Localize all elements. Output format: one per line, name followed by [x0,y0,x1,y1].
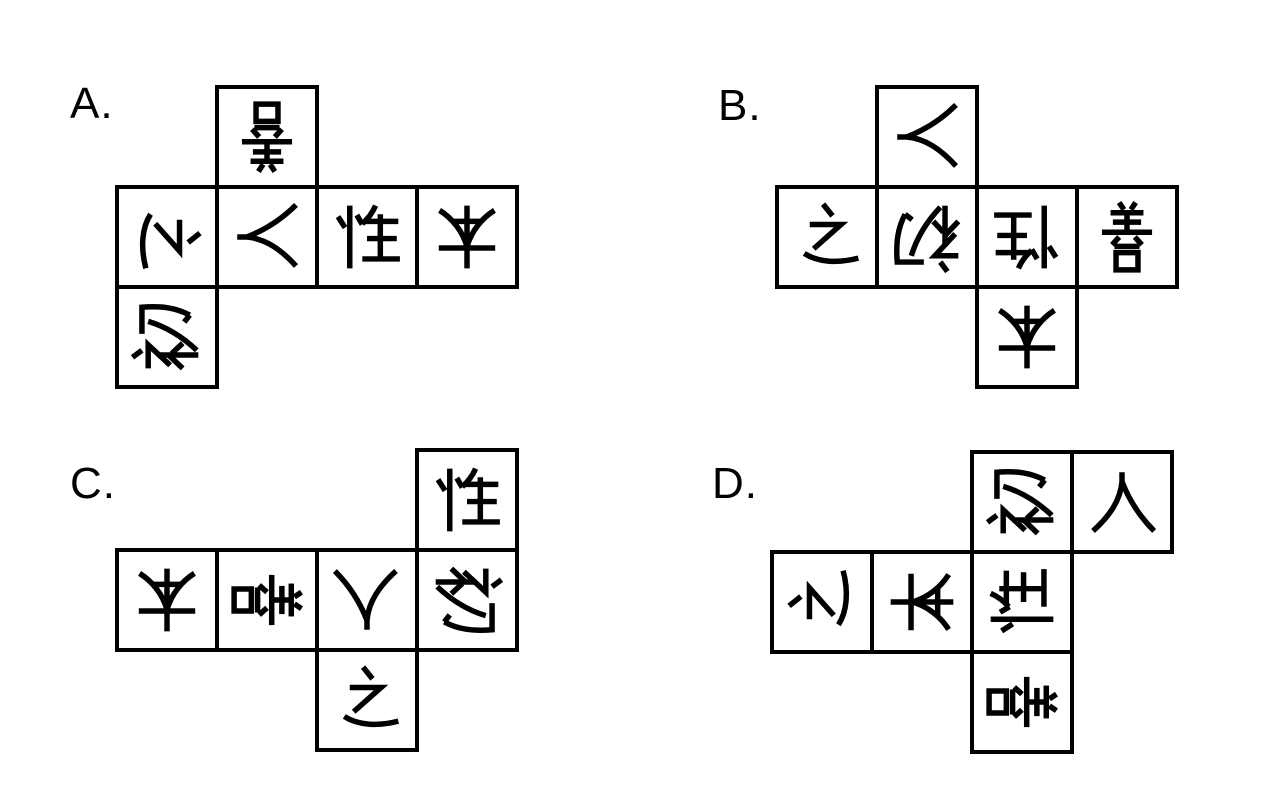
net-cell [970,450,1074,554]
net-cell [875,185,979,289]
net-cell [1075,185,1179,289]
net-cell [415,548,519,652]
net-cell [870,550,974,654]
net-cell [115,285,219,389]
glyph-zhi [775,555,869,649]
net-cell [975,285,1079,389]
net-cell [775,185,879,289]
net-cell [215,85,319,189]
option-b-label[interactable]: B. [718,81,762,130]
net-cell [770,550,874,654]
glyph-shan [975,655,1069,749]
net-cell [970,650,1074,754]
net-cell [975,185,1079,289]
net-cell [970,550,1074,654]
net-cell [315,648,419,752]
glyph-ben [875,555,969,649]
net-cell [415,185,519,289]
option-a-label[interactable]: A. [70,79,114,128]
glyph-ren [1075,455,1169,549]
option-c-label[interactable]: C. [70,459,116,508]
option-d-label[interactable]: D. [712,459,758,508]
glyph-xing [975,555,1069,649]
glyph-chu [975,455,1069,549]
net-cell [875,85,979,189]
net-cell [215,185,319,289]
net-cell [1070,450,1174,554]
